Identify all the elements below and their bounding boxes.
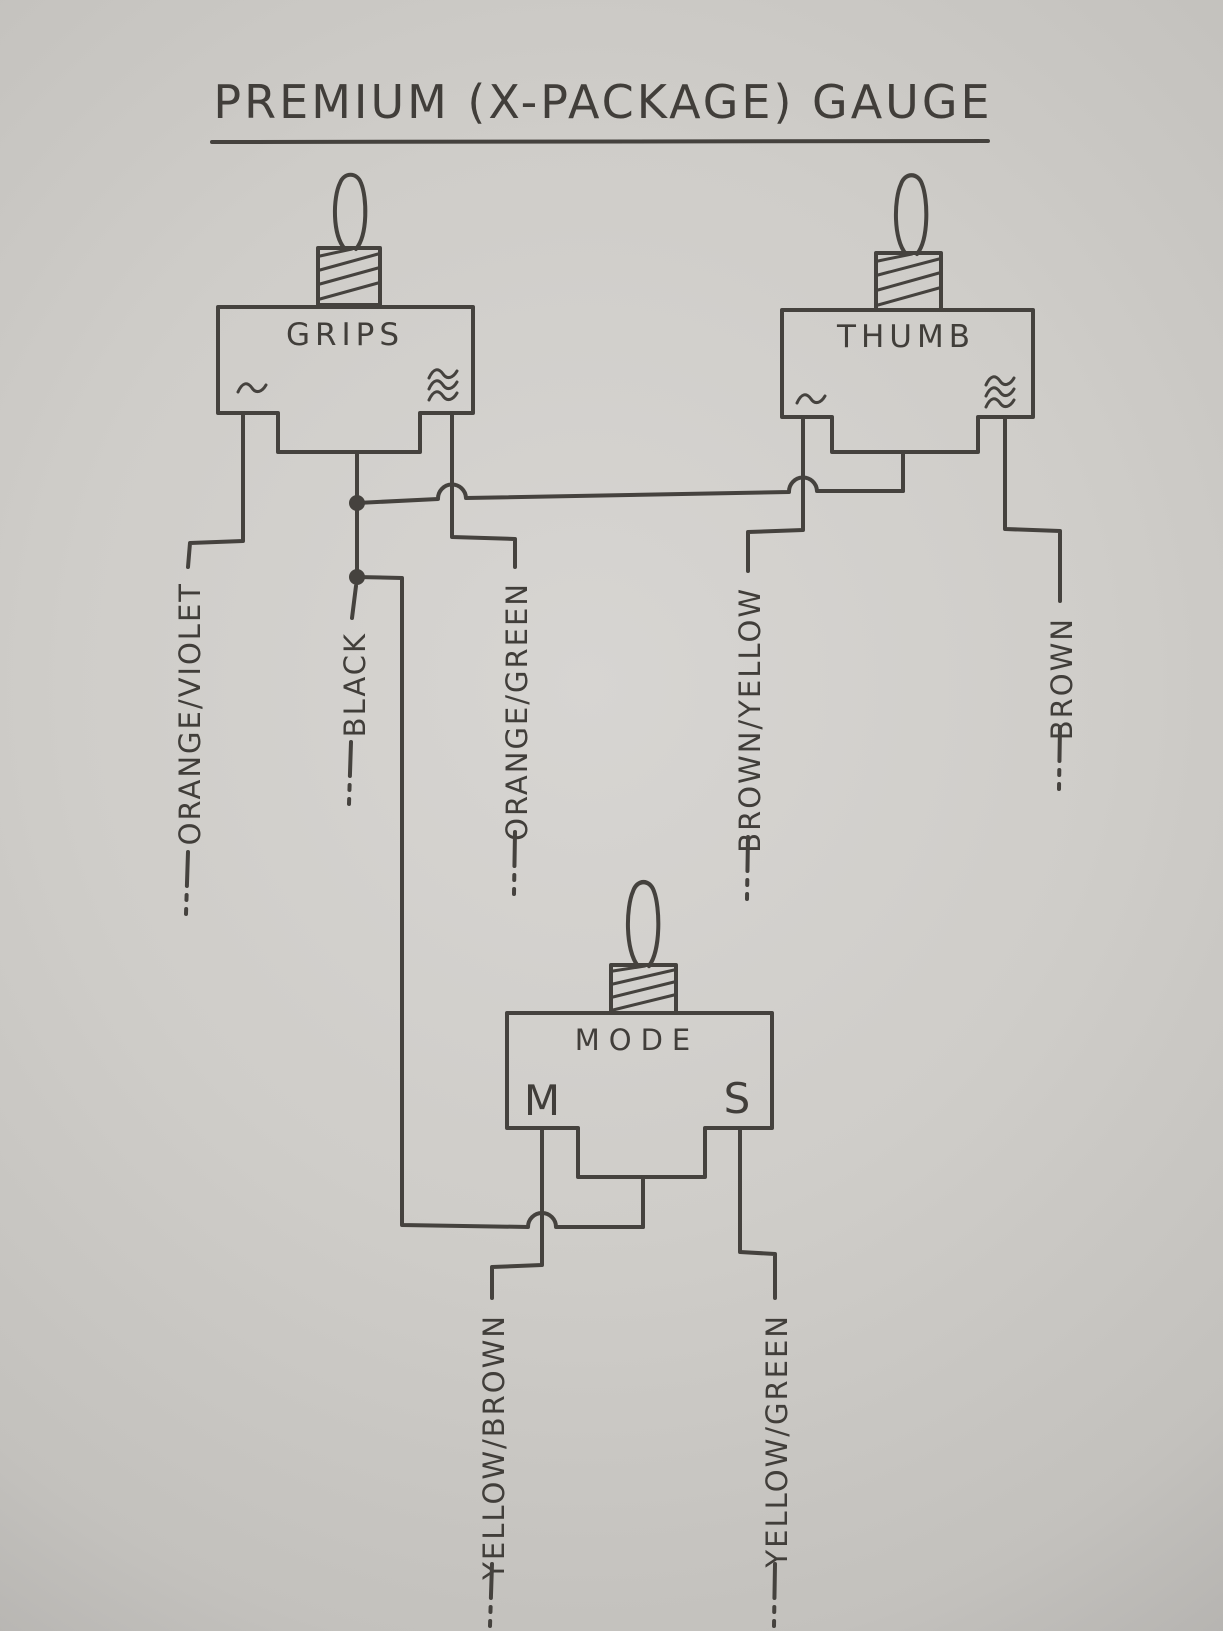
single-wave-icon bbox=[795, 393, 827, 405]
thumb-threaded-bushing bbox=[874, 251, 943, 312]
title-underline bbox=[210, 139, 990, 144]
wire-tail bbox=[745, 835, 750, 901]
mode-label: MODE bbox=[575, 1023, 700, 1057]
wire-orange-green: ORANGE/GREEN bbox=[450, 411, 534, 896]
wire-label-brown-yellow: BROWN/YELLOW bbox=[733, 587, 767, 853]
wire-orange-violet: ORANGE/VIOLET bbox=[173, 411, 245, 916]
switch-thumb: THUMB bbox=[780, 175, 1035, 454]
grips-toggle-lever-icon bbox=[332, 172, 368, 251]
wire-black: BLACK bbox=[338, 450, 372, 806]
wire-brown-yellow: BROWN/YELLOW bbox=[733, 415, 805, 901]
thumb-label: THUMB bbox=[836, 319, 975, 355]
single-wave-icon bbox=[236, 382, 268, 394]
mode-terminal-s-label: S bbox=[724, 1074, 751, 1123]
wire-label-orange-violet: ORANGE/VIOLET bbox=[173, 582, 207, 845]
wire-tail bbox=[512, 830, 517, 896]
junction-dot bbox=[349, 569, 365, 585]
diagram-title: PREMIUM (X-PACKAGE) GAUGE bbox=[213, 75, 992, 129]
wire-label-yellow-brown: YELLOW/BROWN bbox=[477, 1314, 511, 1581]
wire-label-brown: BROWN bbox=[1045, 617, 1079, 740]
switch-grips: GRIPS bbox=[216, 172, 475, 454]
thumb-body bbox=[780, 308, 1035, 454]
wire-tail bbox=[488, 1562, 494, 1628]
mode-bushing-hatch bbox=[611, 964, 676, 1012]
grips-label: GRIPS bbox=[286, 317, 404, 353]
wire-label-yellow-green: YELLOW/GREEN bbox=[760, 1314, 794, 1569]
grips-threaded-bushing bbox=[316, 246, 382, 307]
wire-tail bbox=[184, 850, 190, 916]
grips-body bbox=[216, 305, 475, 454]
wire-label-black: BLACK bbox=[338, 632, 372, 737]
wire-yellow-brown: YELLOW/BROWN bbox=[477, 1126, 544, 1628]
thumb-bushing-hatch bbox=[876, 252, 941, 307]
thumb-toggle-lever-icon bbox=[896, 175, 926, 254]
triple-wave-icon bbox=[984, 375, 1016, 409]
wire-jumper-grips-to-thumb bbox=[355, 450, 905, 505]
switch-mode: MODE M S bbox=[505, 882, 774, 1179]
mode-body bbox=[505, 1011, 774, 1179]
grips-bushing-hatch bbox=[318, 247, 380, 301]
mode-toggle-lever-icon bbox=[628, 882, 658, 966]
junction-dot bbox=[349, 495, 365, 511]
wire-branch-grips-to-mode bbox=[355, 575, 645, 1229]
mode-threaded-bushing bbox=[609, 963, 678, 1015]
wire-tail bbox=[1057, 725, 1062, 791]
wire-tail bbox=[347, 740, 353, 806]
mode-terminal-m-label: M bbox=[524, 1076, 560, 1125]
wire-brown: BROWN bbox=[1003, 415, 1079, 791]
wire-label-orange-green: ORANGE/GREEN bbox=[500, 582, 534, 841]
triple-wave-icon bbox=[427, 368, 459, 402]
wire-yellow-green: YELLOW/GREEN bbox=[738, 1126, 794, 1628]
wire-tail bbox=[772, 1562, 777, 1628]
